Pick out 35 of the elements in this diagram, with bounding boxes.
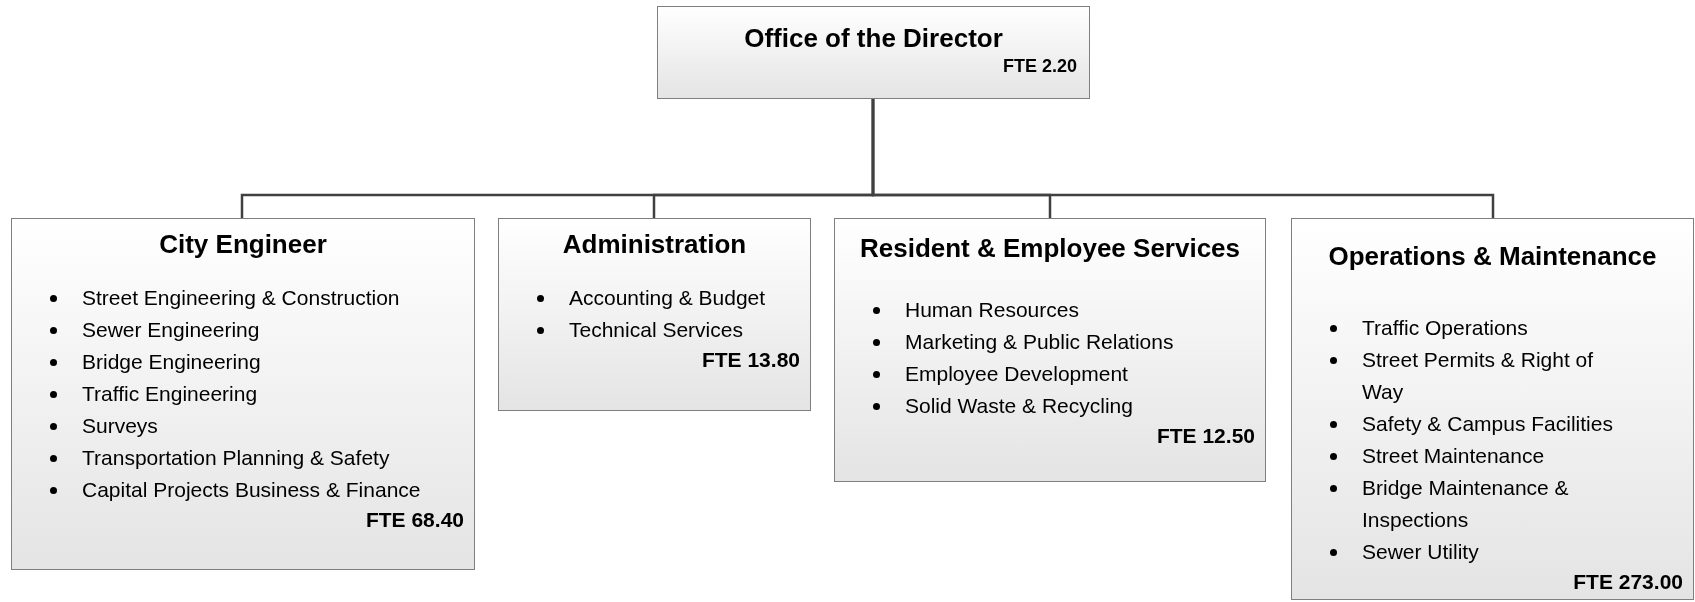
- unit-list-item: Sewer Utility: [1362, 540, 1479, 563]
- org-unit-box: [1291, 218, 1694, 600]
- unit-list-item: Bridge Maintenance & Inspections: [1362, 476, 1569, 531]
- unit-list-item: Accounting & Budget: [569, 286, 766, 309]
- unit-list-item: Street Engineering & Construction: [82, 286, 400, 309]
- unit-list-item: Solid Waste & Recycling: [905, 394, 1133, 417]
- org-unit-box: [657, 6, 1090, 99]
- fte-count: FTE 2.20: [1002, 56, 1077, 77]
- unit-title: City Engineer: [159, 229, 327, 260]
- unit-list-item: Traffic Engineering: [82, 382, 258, 405]
- unit-list-item: Human Resources: [905, 298, 1079, 321]
- unit-list-item: Capital Projects Business & Finance: [82, 478, 421, 501]
- fte-count: FTE 68.40: [365, 508, 464, 532]
- org-unit-box: [834, 218, 1266, 482]
- unit-list-item: Surveys: [82, 414, 158, 437]
- unit-list-item: Street Permits & Right of Way: [1362, 348, 1594, 403]
- unit-list-item: Employee Development: [905, 362, 1128, 385]
- unit-list-item: Bridge Engineering: [82, 350, 261, 373]
- unit-list-item: Sewer Engineering: [82, 318, 260, 341]
- connector-line: [871, 99, 1495, 218]
- unit-list-item: Technical Services: [569, 318, 743, 341]
- unit-list-item: Transportation Planning & Safety: [82, 446, 390, 469]
- org-unit-box: [11, 218, 475, 570]
- unit-title: Administration: [562, 229, 747, 260]
- unit-title: Resident & Employee Services: [859, 233, 1241, 264]
- org-unit-box: [498, 218, 811, 411]
- unit-title: Office of the Director: [744, 23, 1003, 54]
- unit-title: Operations & Maintenance: [1328, 241, 1657, 272]
- fte-count: FTE 13.80: [701, 348, 800, 372]
- fte-count: FTE 273.00: [1573, 570, 1683, 594]
- unit-list-item: Marketing & Public Relations: [905, 330, 1174, 353]
- unit-list-item: Street Maintenance: [1362, 444, 1545, 467]
- unit-list-item: Safety & Campus Facilities: [1362, 412, 1613, 435]
- fte-count: FTE 12.50: [1156, 424, 1255, 448]
- unit-list-item: Traffic Operations: [1362, 316, 1528, 339]
